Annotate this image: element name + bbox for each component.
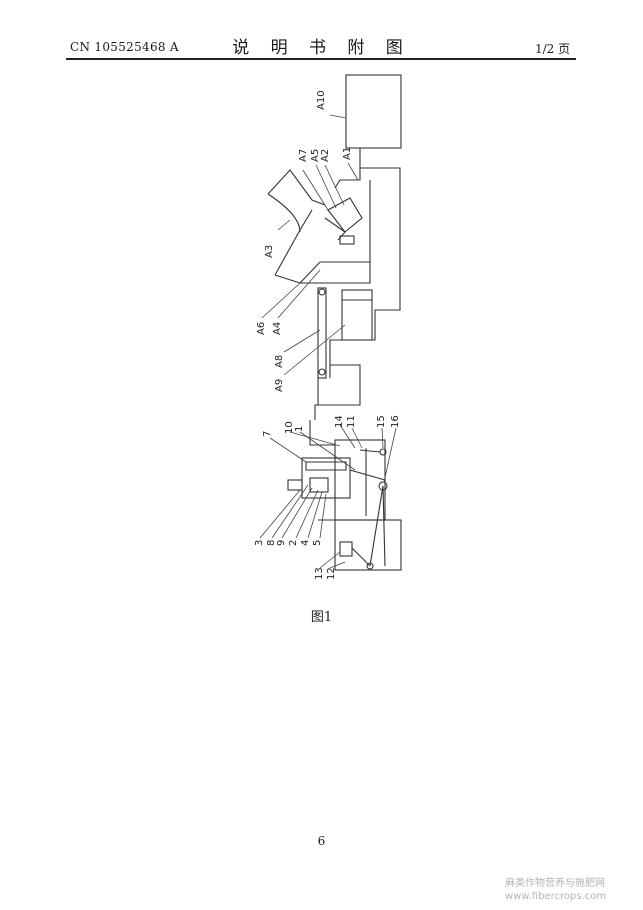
watermark: 麻类作物营养与施肥网 www.fibercrops.com xyxy=(505,877,606,903)
label-12: 12 xyxy=(326,567,337,580)
page-number: 6 xyxy=(317,834,326,848)
label-11: 11 xyxy=(346,415,357,428)
header-rule xyxy=(66,58,576,60)
label-a1: A1 xyxy=(342,147,353,160)
label-7: 7 xyxy=(262,431,273,437)
part-8-fixture xyxy=(301,457,351,499)
part-a1-housing xyxy=(314,148,401,420)
part-13-motor xyxy=(339,541,353,557)
label-a9: A9 xyxy=(274,379,285,392)
label-a3: A3 xyxy=(264,245,275,258)
publication-number: CN 105525468 A xyxy=(70,40,179,54)
label-8: 8 xyxy=(266,540,277,546)
label-1: 1 xyxy=(294,426,305,432)
label-15: 15 xyxy=(376,415,387,428)
watermark-line-1: 麻类作物营养与施肥网 xyxy=(505,878,605,889)
label-a7: A7 xyxy=(298,149,309,162)
label-a8: A8 xyxy=(274,355,285,368)
part-a3-hopper xyxy=(267,169,345,284)
label-5: 5 xyxy=(312,540,323,546)
label-a5: A5 xyxy=(310,149,321,162)
part-a6-plate xyxy=(339,235,355,245)
label-4: 4 xyxy=(300,540,311,546)
figure-caption: 图1 xyxy=(310,610,333,625)
part-3-motor xyxy=(287,479,303,491)
part-a9-tank xyxy=(341,289,373,341)
watermark-line-2: www.fibercrops.com xyxy=(505,891,607,902)
label-3: 3 xyxy=(254,540,265,546)
part-a5-cutter xyxy=(327,197,363,233)
label-a4: A4 xyxy=(272,322,283,335)
label-16: 16 xyxy=(390,415,401,428)
section-title: 说 明 书 附 图 xyxy=(232,38,411,58)
label-a10: A10 xyxy=(316,90,327,110)
label-13: 13 xyxy=(314,567,325,580)
label-10: 10 xyxy=(284,421,295,434)
part-a8-rail xyxy=(317,287,327,379)
label-14: 14 xyxy=(334,415,345,428)
page-of-total: 1/2 页 xyxy=(535,42,571,56)
label-2: 2 xyxy=(288,540,299,546)
part-a10-box xyxy=(345,74,402,149)
part-12-base xyxy=(334,519,402,571)
label-a2: A2 xyxy=(320,149,331,162)
label-a6: A6 xyxy=(256,322,267,335)
label-9: 9 xyxy=(276,540,287,546)
